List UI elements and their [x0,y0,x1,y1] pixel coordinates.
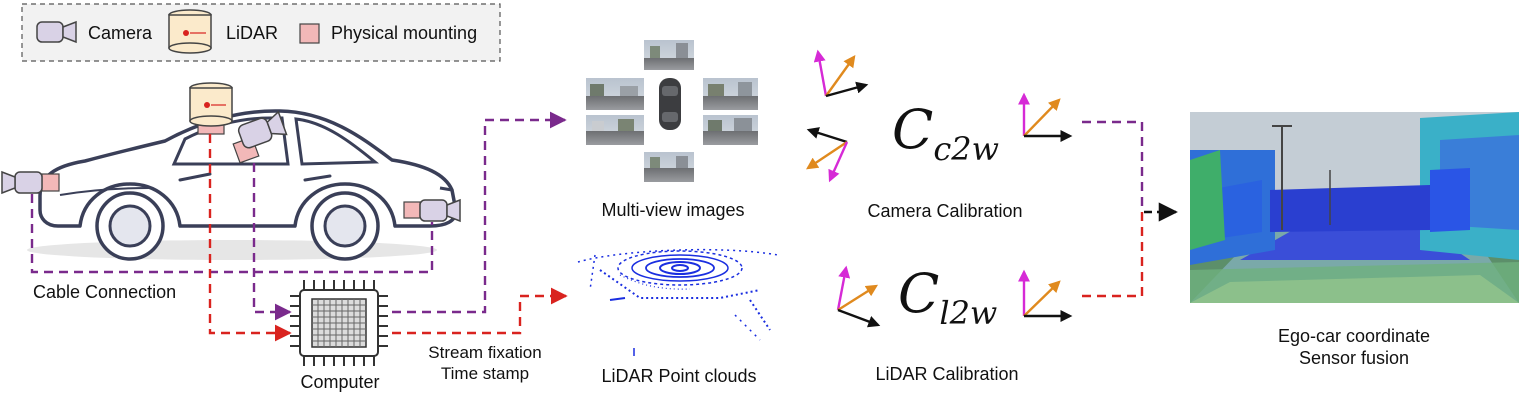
axes-camera-input-top [813,49,869,98]
lidar-to-fusion-path [1082,212,1144,298]
view-front-left [586,78,644,110]
lidar-calibration-formula: Cl2w [898,262,997,332]
legend: Camera LiDAR Physical mounting [21,3,501,62]
camera-calibration-label: Camera Calibration [867,201,1022,221]
legend-box [21,3,501,62]
legend-camera-label: Camera [88,23,153,43]
lidar-legend-icon [168,9,212,54]
cable-connection-label: Cable Connection [33,282,176,302]
view-back [644,152,694,182]
view-back-left [586,115,644,145]
stream-fixation-label: Stream fixation [428,343,541,362]
roof-lidar [189,82,233,135]
camera-legend-icon [36,20,77,44]
c2w-base: C [892,98,933,161]
sensor-fusion-image [1190,112,1519,303]
l2w-subscript: l2w [939,294,997,332]
mounting-legend-icon [299,23,320,44]
camera-calibration-formula: Cc2w [892,98,999,168]
l2w-base: C [898,262,939,325]
multi-view-images [586,40,758,182]
axes-camera-output [1018,92,1073,142]
view-front [644,40,694,70]
axes-camera-input-bottom [806,127,849,183]
time-stamp-label: Time stamp [441,364,529,383]
ego-car-coordinate-label: Ego-car coordinate [1278,326,1430,346]
sensor-fusion-label: Sensor fusion [1299,348,1409,368]
multi-view-label: Multi-view images [601,200,744,220]
lidar-cable-path [208,134,568,342]
axes-lidar-output [1018,269,1073,322]
view-back-right [703,115,758,145]
computer-label: Computer [300,372,379,392]
legend-lidar-label: LiDAR [226,23,278,43]
car-illustration [27,109,458,261]
axes-lidar-input [836,265,881,328]
view-front-right [703,78,758,110]
lidar-calibration-label: LiDAR Calibration [875,364,1018,384]
c2w-subscript: c2w [933,130,999,168]
top-view-car [659,78,681,130]
legend-mounting-label: Physical mounting [331,23,477,43]
camera-cable-path [30,111,567,321]
computer-chip-icon [290,280,388,366]
lidar-point-cloud [577,248,779,356]
camera-to-fusion-path [1082,120,1144,212]
lidar-point-clouds-label: LiDAR Point clouds [601,366,756,386]
roof-camera [232,110,288,164]
front-camera [403,198,461,223]
rear-camera [1,170,60,195]
